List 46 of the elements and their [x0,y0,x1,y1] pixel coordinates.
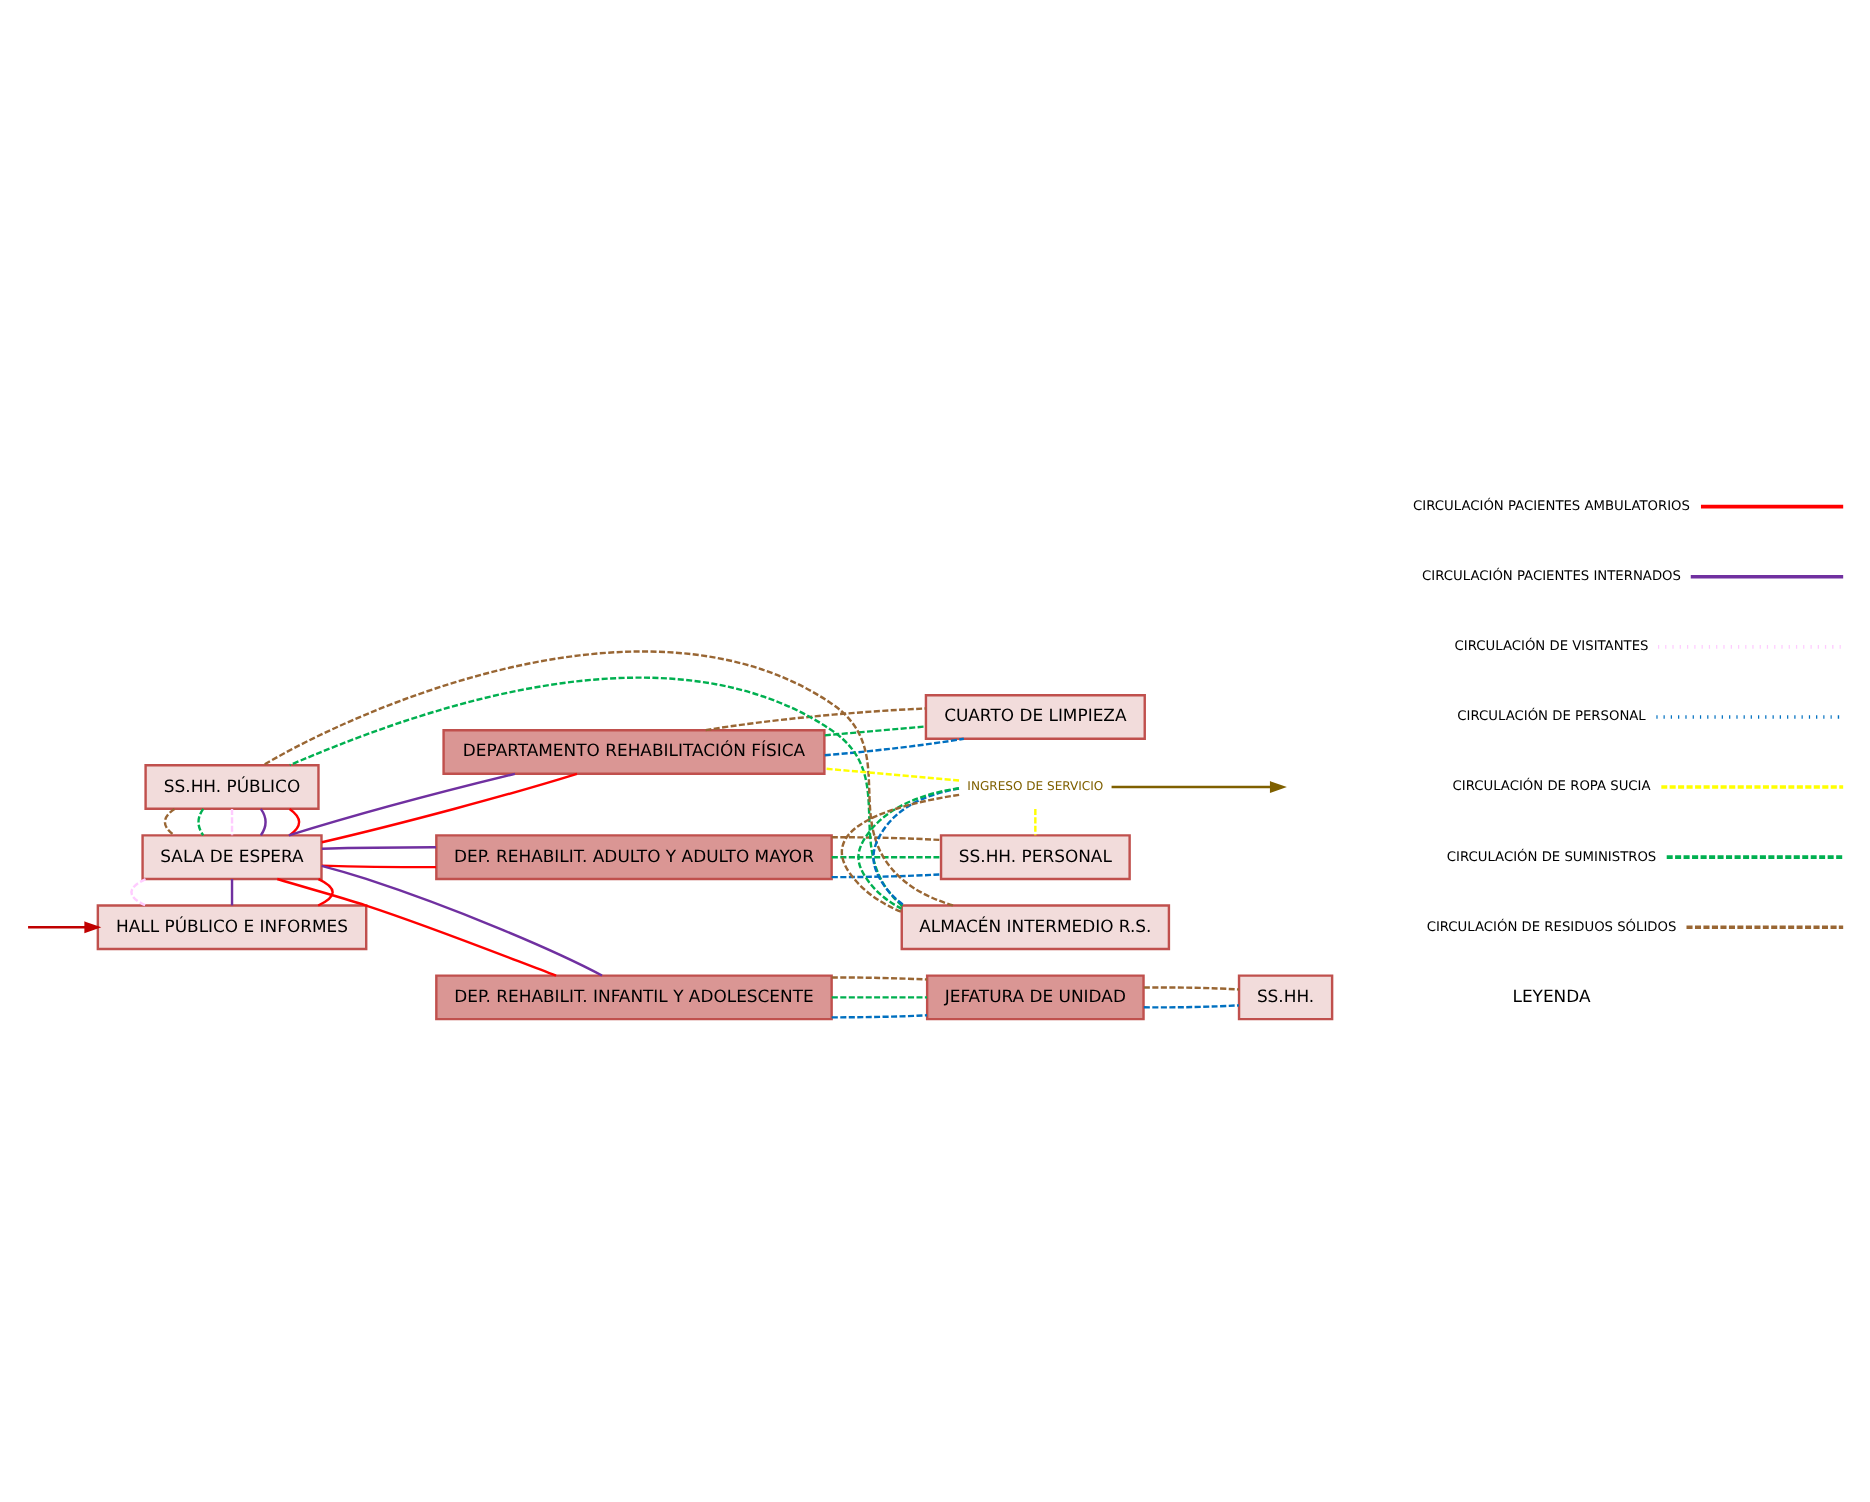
connector [840,792,960,913]
connector [824,736,964,756]
connector [831,835,941,841]
node-box: SALA DE ESPERA [141,833,323,880]
node-box: JEFATURA DE UNIDAD [925,973,1145,1020]
connector [288,771,516,836]
connector [1034,807,1037,835]
node-box: CUARTO DE LIMPIEZA [924,692,1146,739]
connector [289,675,904,906]
connector [872,786,960,906]
connector [831,1013,928,1018]
connector [321,845,436,849]
connector [321,863,436,868]
connector [277,876,557,976]
connector [197,807,205,835]
connector [321,863,603,976]
connector [1143,1003,1239,1008]
node-box: DEP. REHABILIT. INFANTIL Y ADOLESCENTE [435,973,833,1020]
connector [824,724,926,736]
connector [831,995,928,998]
connector [262,649,954,906]
node-box: SS.HH. [1237,973,1334,1020]
connector [130,877,147,906]
connector [831,872,941,878]
connector [163,806,176,836]
arrow [28,920,102,933]
connector [259,807,267,835]
connector [705,706,926,731]
connector [321,771,578,843]
label: LEYENDA [1512,984,1591,1005]
node-box: DEPARTAMENTO REHABILITACIÓN FÍSICA [442,728,826,774]
node-box: DEP. REHABILIT. ADULTO Y ADULTO MAYOR [435,833,833,880]
connector [1143,985,1239,990]
connector [288,806,301,836]
connector [230,878,234,905]
connector [824,766,960,781]
node-box: SS.HH. PERSONAL [939,833,1131,880]
connector [857,786,960,909]
arrow [1111,780,1287,792]
connector [317,877,334,906]
node-box: HALL PÚBLICO E INFORMES [96,903,368,950]
connector [831,854,941,858]
connector [831,975,928,980]
node-box: ALMACÉN INTERMEDIO R.S. [900,903,1171,950]
node-box: SS.HH. PÚBLICO [144,763,320,810]
connector [230,807,234,835]
